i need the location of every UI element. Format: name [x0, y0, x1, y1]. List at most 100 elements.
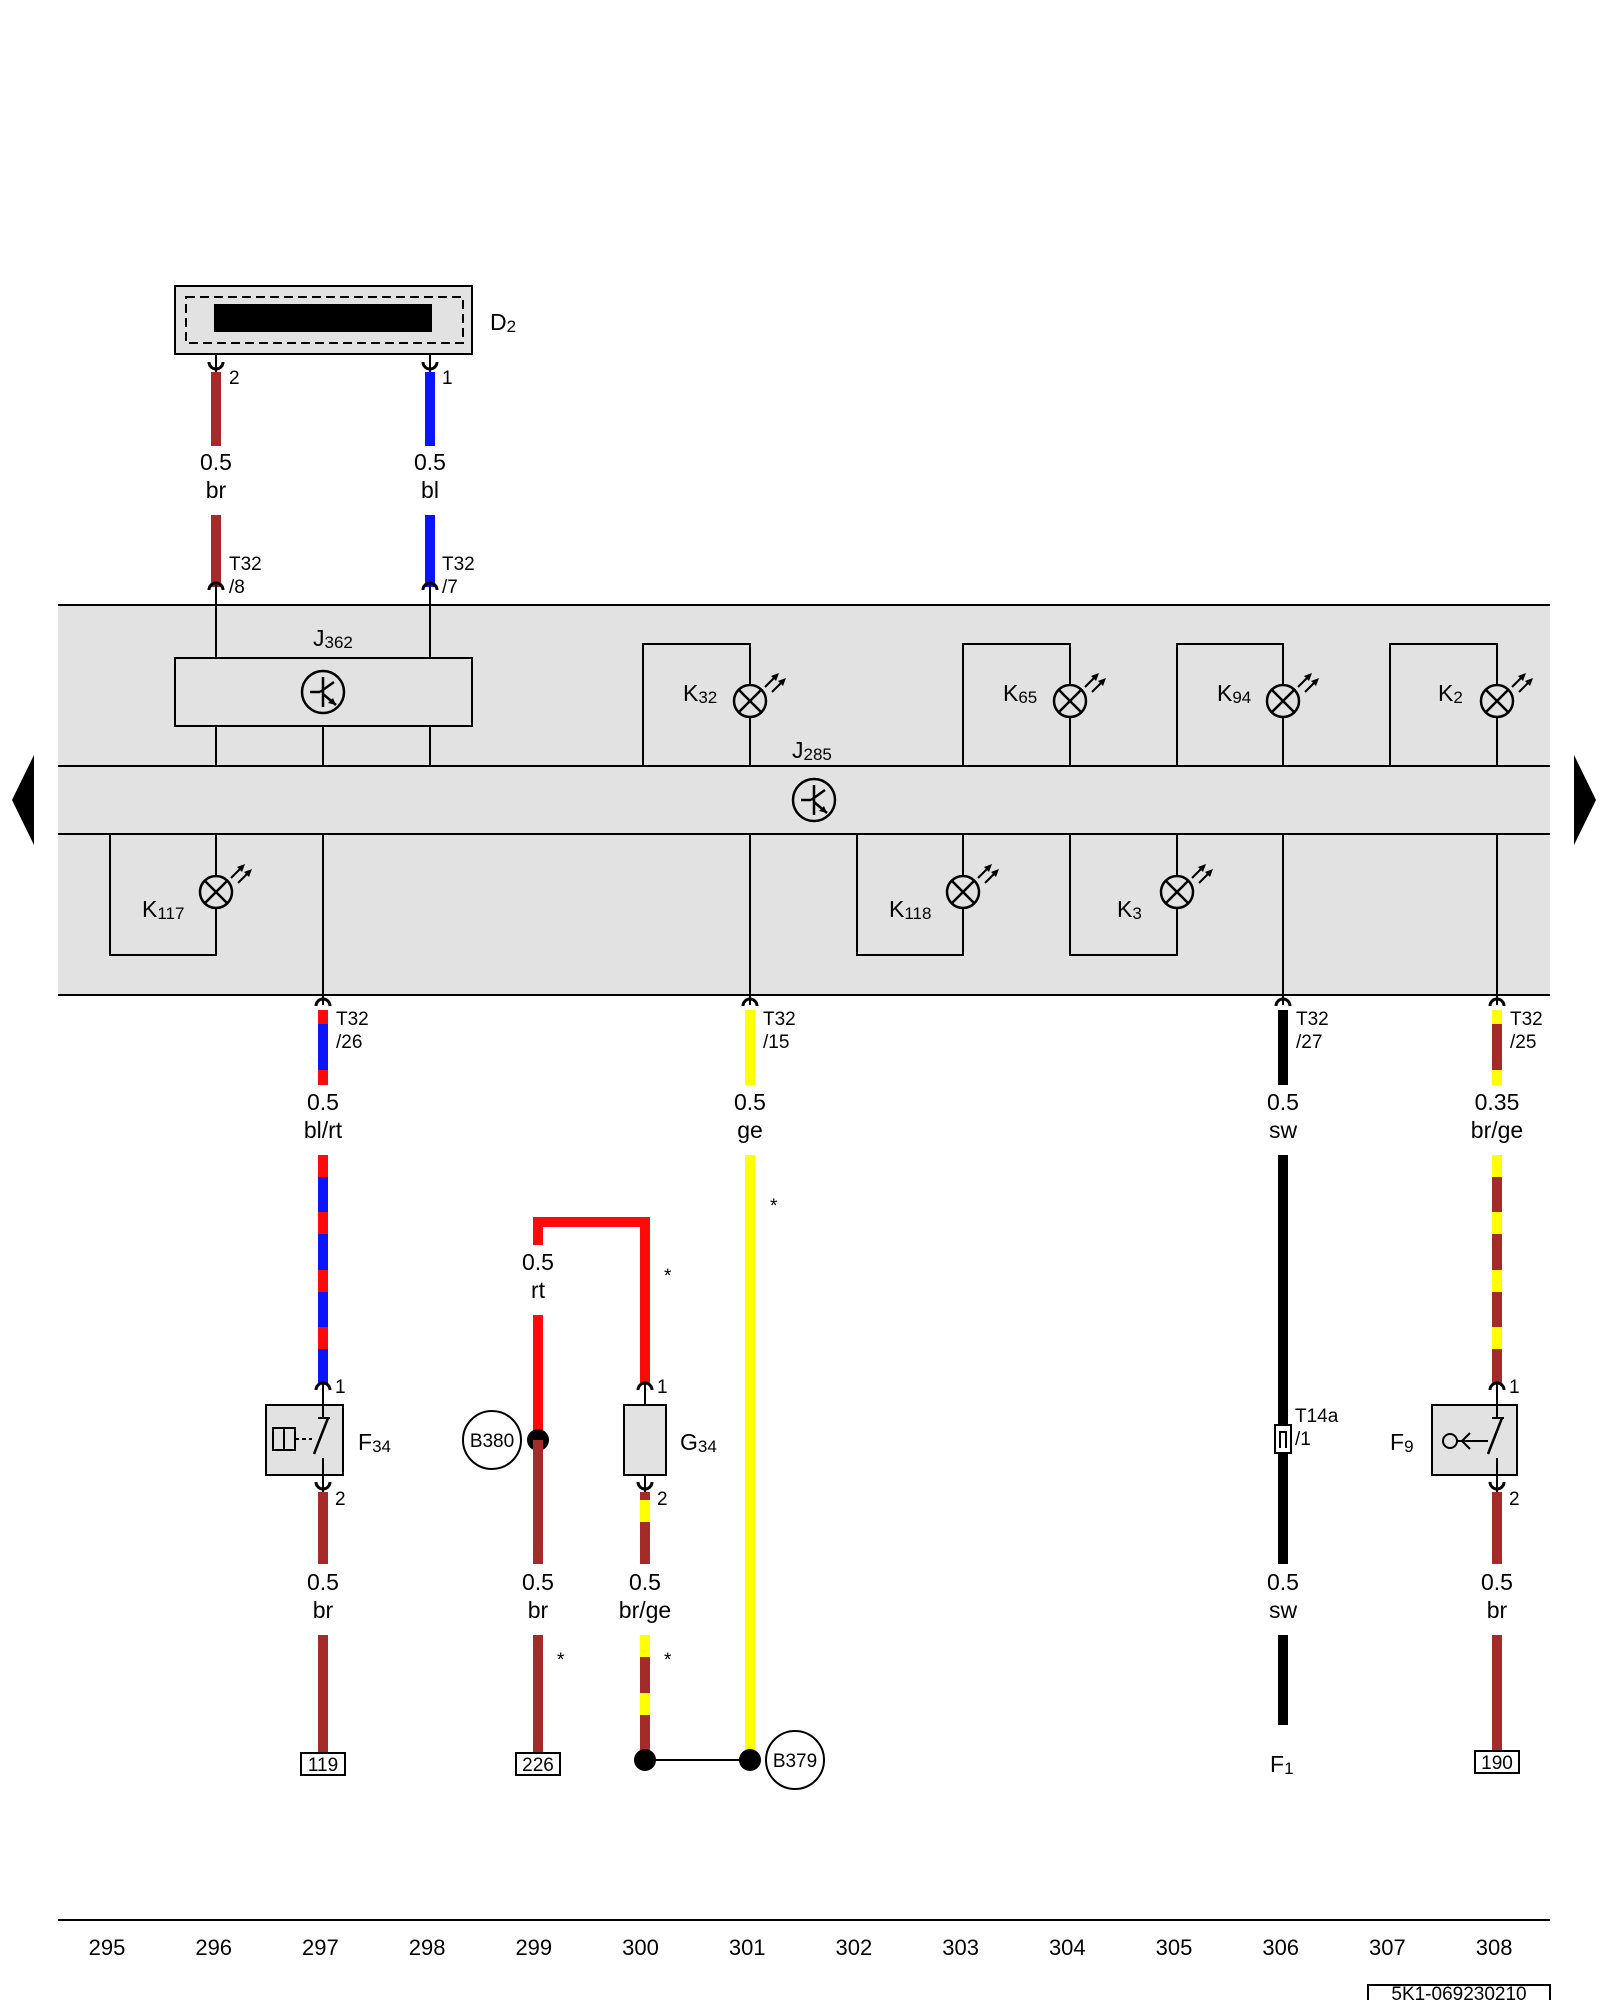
svg-text:2: 2: [1509, 1489, 1520, 1510]
connector-t32-15: T32 /15: [741, 997, 796, 1053]
lamp-k3: K3: [1069, 834, 1213, 956]
wire-br-190: 0.5 br: [1481, 1492, 1513, 1751]
component-j362: J362: [174, 625, 473, 766]
svg-text:/7: /7: [442, 577, 458, 598]
star-note: *: [664, 1266, 672, 1287]
document-id: 5K1-069230210: [1367, 1984, 1551, 2000]
svg-text:br: br: [313, 1597, 334, 1623]
svg-text:1: 1: [1509, 1377, 1520, 1398]
d2-pin-2: 2: [207, 354, 240, 389]
column-number: 297: [302, 1935, 339, 1960]
column-number: 299: [515, 1935, 552, 1960]
svg-text:5K1-069230210: 5K1-069230210: [1391, 1984, 1526, 2000]
svg-text:/8: /8: [229, 577, 245, 598]
svg-text:/27: /27: [1296, 1032, 1322, 1053]
svg-text:T32: T32: [336, 1009, 369, 1030]
connector-t32-8: T32 /8: [207, 554, 262, 657]
svg-text:0.5: 0.5: [629, 1569, 661, 1595]
ground-point-b379[interactable]: B379: [765, 1730, 825, 1790]
j285-label: J285: [792, 737, 832, 764]
wire-br-226: 0.5 br *: [522, 1440, 565, 1753]
svg-text:br: br: [528, 1597, 549, 1623]
svg-text:119: 119: [308, 1755, 338, 1776]
column-number: 308: [1476, 1935, 1513, 1960]
wire-sw: 0.5 sw 0.5 sw: [1267, 1010, 1299, 1725]
k118-label: K118: [889, 896, 931, 923]
svg-text:rt: rt: [531, 1277, 546, 1303]
component-g34: 1 G34 2: [623, 1377, 717, 1510]
svg-text:bl: bl: [421, 477, 439, 503]
connector-t32-26: T32 /26: [314, 997, 369, 1053]
f9-label: F9: [1390, 1429, 1414, 1456]
svg-text:sw: sw: [1269, 1597, 1298, 1623]
svg-text:sw: sw: [1269, 1117, 1298, 1143]
wire-ge: 0.5 ge *: [734, 1010, 778, 1761]
svg-text:2: 2: [657, 1489, 668, 1510]
k3-label: K3: [1117, 896, 1142, 923]
svg-text:/15: /15: [763, 1032, 789, 1053]
column-number: 303: [942, 1935, 979, 1960]
svg-text:bl/rt: bl/rt: [304, 1117, 343, 1143]
star-note: *: [557, 1650, 565, 1671]
lamp-k2: K2: [1389, 643, 1533, 766]
k65-label: K65: [1003, 680, 1037, 707]
reference-190[interactable]: 190: [1474, 1750, 1520, 1774]
svg-text:0.5: 0.5: [522, 1569, 554, 1595]
reference-226[interactable]: 226: [515, 1752, 561, 1776]
svg-text:T32: T32: [1510, 1009, 1543, 1030]
svg-text:0.5: 0.5: [522, 1249, 554, 1275]
wire-d2-pin1-bl: 0.5 bl: [414, 372, 446, 587]
ground-point-b380[interactable]: B380: [462, 1410, 549, 1470]
column-number: 306: [1262, 1935, 1299, 1960]
component-f9: 1 F9 2: [1390, 1377, 1520, 1510]
svg-text:0.5: 0.5: [1267, 1089, 1299, 1115]
svg-text:2: 2: [335, 1489, 346, 1510]
column-number: 304: [1049, 1935, 1086, 1960]
j362-electronics-icon: [300, 669, 346, 715]
svg-text:0.5: 0.5: [307, 1569, 339, 1595]
svg-text:0.5: 0.5: [1481, 1569, 1513, 1595]
svg-text:br/ge: br/ge: [619, 1597, 671, 1623]
g34-label: G34: [680, 1429, 717, 1456]
previous-page-arrow-icon[interactable]: [12, 755, 34, 845]
svg-text:/1: /1: [1295, 1429, 1311, 1450]
column-number: 307: [1369, 1935, 1406, 1960]
column-number: 296: [195, 1935, 232, 1960]
light-rays-icon: [1191, 864, 1213, 884]
lamp-k117: K117: [109, 834, 252, 956]
svg-text:0.5: 0.5: [734, 1089, 766, 1115]
lamp-k32: K32: [642, 643, 786, 766]
svg-text:1: 1: [442, 368, 453, 389]
k117-label: K117: [142, 896, 184, 923]
k32-label: K32: [683, 680, 717, 707]
component-d2: D2: [174, 285, 516, 355]
ground-junction: [634, 1749, 761, 1771]
connector-t32-27: T32 /27: [1274, 997, 1329, 1053]
svg-text:ge: ge: [737, 1117, 763, 1143]
svg-text:T32: T32: [229, 554, 262, 575]
svg-text:/25: /25: [1510, 1032, 1536, 1053]
column-number: 298: [409, 1935, 446, 1960]
reference-119[interactable]: 119: [300, 1752, 346, 1776]
svg-text:br: br: [206, 477, 227, 503]
svg-text:T32: T32: [763, 1009, 796, 1030]
lamp-k65: K65: [962, 643, 1106, 766]
light-rays-icon: [1297, 673, 1319, 693]
star-note: *: [770, 1196, 778, 1217]
light-rays-icon: [1511, 673, 1533, 693]
column-number: 300: [622, 1935, 659, 1960]
svg-text:T32: T32: [442, 554, 475, 575]
pressure-switch-icon: [272, 1405, 330, 1475]
component-f34: 1 F34 2: [265, 1377, 391, 1510]
column-number: 301: [729, 1935, 766, 1960]
svg-text:1: 1: [335, 1377, 346, 1398]
next-page-arrow-icon[interactable]: [1574, 755, 1596, 845]
component-f1-label: F1: [1270, 1751, 1294, 1778]
wire-rt: 0.5 rt *: [522, 1217, 672, 1438]
svg-text:br: br: [1487, 1597, 1508, 1623]
j362-label: J362: [313, 625, 353, 652]
star-note: *: [664, 1650, 672, 1671]
lamp-k94: K94: [1176, 643, 1319, 766]
